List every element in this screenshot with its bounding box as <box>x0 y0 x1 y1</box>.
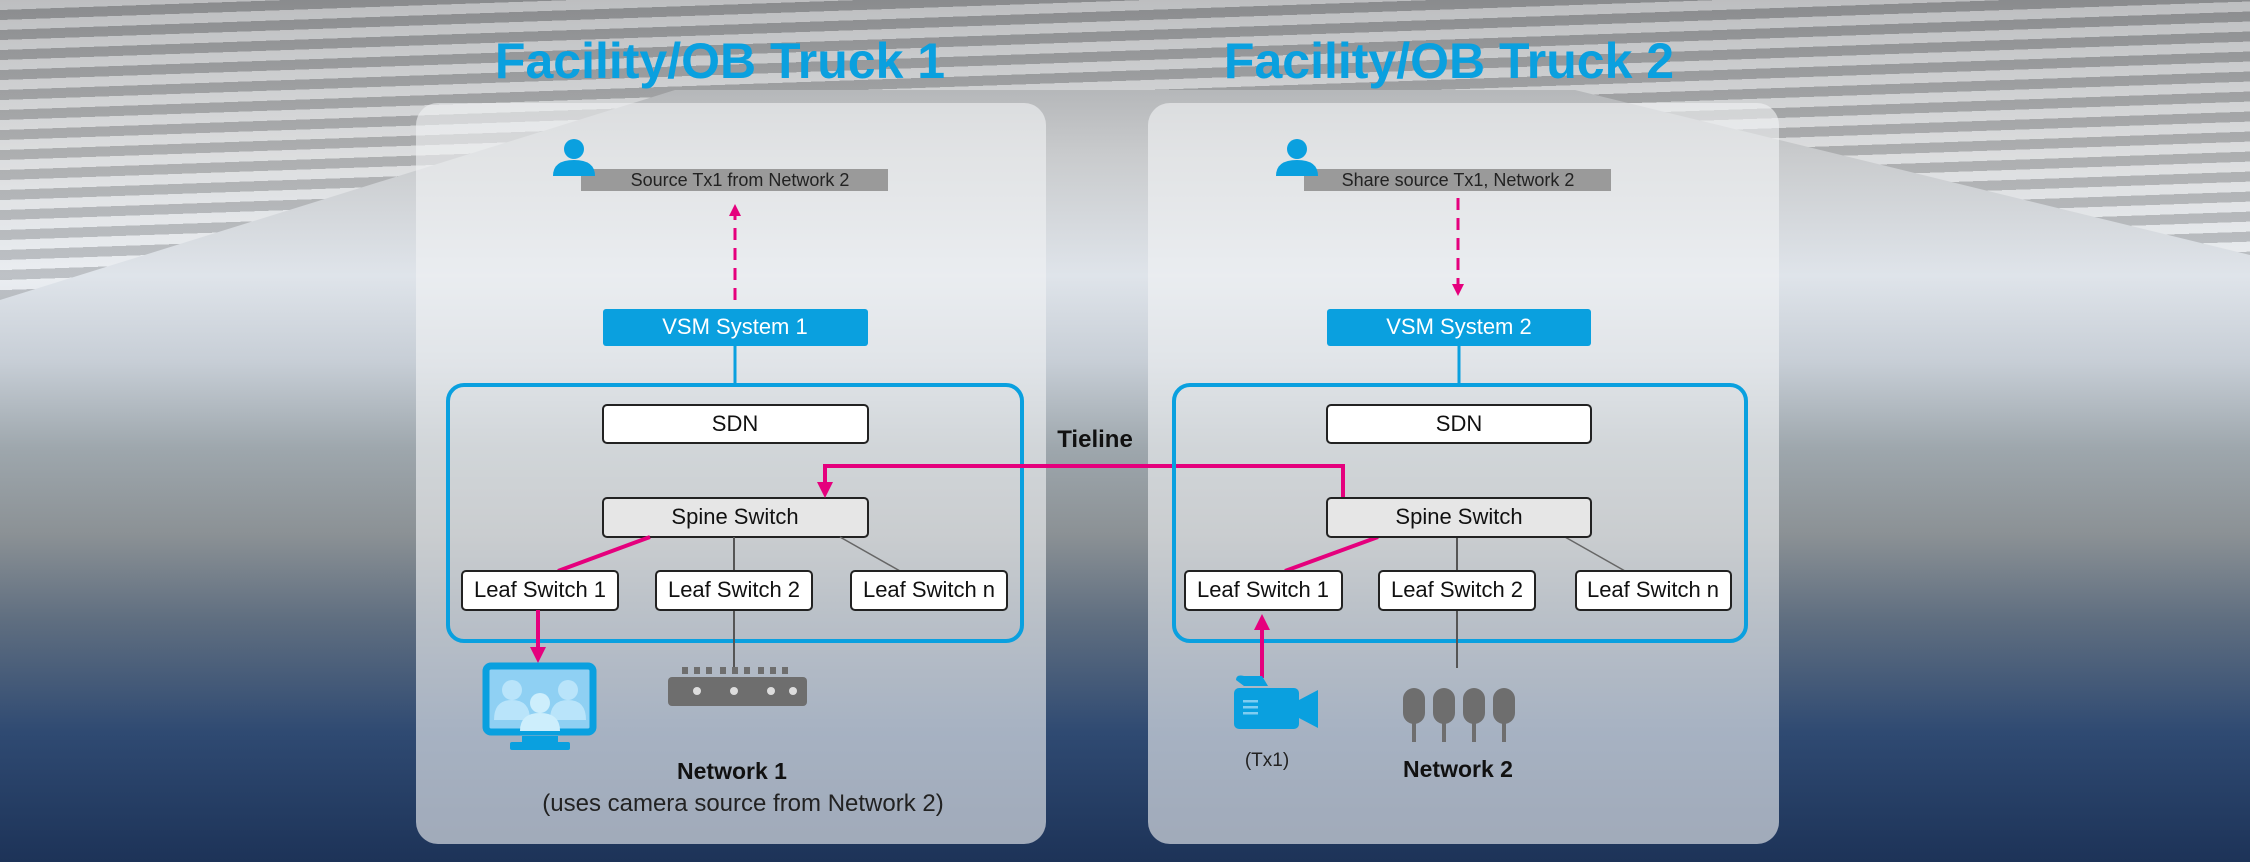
leaf-switch-label: Leaf Switch n <box>1587 577 1719 602</box>
spine-switch-box[interactable] <box>1326 497 1592 538</box>
truck1-operator: Source Tx1 from Network 2 <box>553 139 888 191</box>
operator-label-bar <box>1304 169 1611 191</box>
network1-sublabel: (uses camera source from Network 2) <box>542 790 943 817</box>
leaf-switch-2-box[interactable] <box>1378 570 1536 611</box>
spine-leaf1-magenta-link <box>1284 535 1379 573</box>
microphones-icon <box>1403 688 1515 742</box>
sdn-box[interactable] <box>1326 404 1592 444</box>
truck2-title: Facility/OB Truck 2 <box>1224 33 1674 89</box>
spine-switch-box[interactable] <box>602 497 869 538</box>
spine-leafn-link <box>839 536 901 572</box>
spine-leafn-link <box>1564 536 1626 572</box>
operator-label-bar <box>581 169 888 191</box>
spine-switch-label: Spine Switch <box>1395 504 1522 529</box>
vsm-system-2-box[interactable] <box>1327 309 1591 346</box>
person-icon <box>1276 139 1318 176</box>
vsm-system-2-label: VSM System 2 <box>1386 314 1531 339</box>
spine-leaf1-magenta-link <box>557 535 651 573</box>
leaf-switch-n-box[interactable] <box>850 570 1008 611</box>
network2-label: Network 2 <box>1403 756 1513 782</box>
leaf-switch-label: Leaf Switch 1 <box>1197 577 1329 602</box>
person-icon <box>553 139 595 176</box>
operator-label: Share source Tx1, Network 2 <box>1342 170 1575 190</box>
leaf-switch-2-box[interactable] <box>655 570 813 611</box>
sdn-label: SDN <box>712 411 758 436</box>
leaf-switch-label: Leaf Switch 2 <box>1391 577 1523 602</box>
sdn-box[interactable] <box>602 404 869 444</box>
vsm-system-1-box[interactable] <box>603 309 868 346</box>
leaf-switch-n-box[interactable] <box>1575 570 1732 611</box>
camera-label: (Tx1) <box>1245 750 1289 771</box>
spine-switch-label: Spine Switch <box>671 504 798 529</box>
leaf-switch-label: Leaf Switch 2 <box>668 577 800 602</box>
tieline-link <box>817 464 1345 498</box>
vsm-system-1-label: VSM System 1 <box>662 314 807 339</box>
camera-icon <box>1234 675 1318 729</box>
network2-box <box>1172 383 1748 643</box>
truck2-panel <box>1148 103 1779 844</box>
truck1-title: Facility/OB Truck 1 <box>495 33 945 89</box>
tieline-label: Tieline <box>1057 426 1133 453</box>
leaf-switch-1-box[interactable] <box>1184 570 1343 611</box>
truck2-operator: Share source Tx1, Network 2 <box>1276 139 1611 191</box>
sdn-label: SDN <box>1436 411 1482 436</box>
leaf-switch-label: Leaf Switch 1 <box>474 577 606 602</box>
multiviewer-monitor-icon <box>482 662 597 750</box>
network-switch-device-icon <box>668 667 807 706</box>
truck1-panel <box>416 103 1046 844</box>
leaf-switch-label: Leaf Switch n <box>863 577 995 602</box>
network1-label: Network 1 <box>677 758 787 784</box>
operator-label: Source Tx1 from Network 2 <box>631 170 850 190</box>
